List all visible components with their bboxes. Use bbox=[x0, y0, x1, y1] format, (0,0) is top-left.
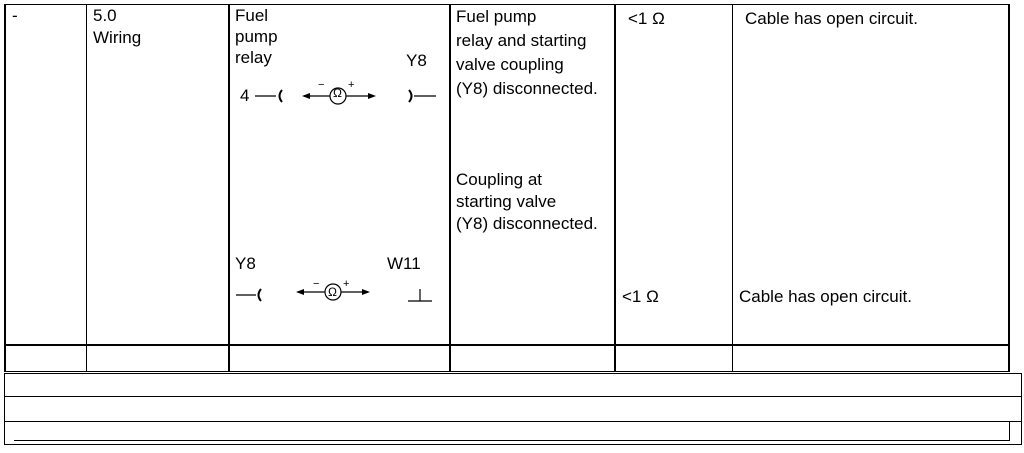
col-divider-6 bbox=[732, 4, 733, 372]
ohmmeter-minus-bottom: − bbox=[313, 278, 320, 290]
test-condition-2: Coupling at starting valve (Y8) disconne… bbox=[456, 170, 598, 233]
top-border bbox=[4, 4, 1010, 5]
row-divider bbox=[4, 344, 1010, 346]
col-divider-4 bbox=[449, 4, 451, 372]
ohmmeter-symbol-top: Ω bbox=[333, 86, 342, 100]
col-divider-1 bbox=[4, 4, 6, 372]
empty-row-1 bbox=[4, 373, 1022, 397]
group-label: 5.0 Wiring bbox=[93, 6, 142, 47]
ohmmeter-plus-bottom: + bbox=[343, 278, 350, 290]
component-label: Fuel pump relay bbox=[235, 6, 278, 67]
col-divider-7 bbox=[1008, 4, 1010, 372]
ohmmeter-symbol-bottom: Ω bbox=[328, 285, 337, 299]
pin-label: 4 bbox=[240, 86, 250, 105]
nominal-value-1: <1 Ω bbox=[628, 9, 665, 28]
connector-label-top-right: Y8 bbox=[406, 51, 427, 70]
result-2: Cable has open circuit. bbox=[739, 287, 912, 306]
col-divider-2 bbox=[86, 4, 87, 372]
empty-row-3-inner-right bbox=[1009, 421, 1010, 441]
col-divider-5 bbox=[614, 4, 616, 372]
col-divider-3 bbox=[228, 4, 230, 372]
wiring-diagram-bottom bbox=[236, 283, 432, 302]
nominal-value-2: <1 Ω bbox=[622, 287, 659, 306]
connector-label-bottom-left: Y8 bbox=[235, 254, 256, 273]
row-marker: - bbox=[12, 6, 18, 25]
ohmmeter-minus-top: − bbox=[318, 79, 325, 91]
wiring-diagram-top bbox=[255, 87, 436, 105]
connector-label-bottom-right: W11 bbox=[387, 254, 421, 273]
row-bottom bbox=[4, 371, 1010, 372]
ohmmeter-plus-top: + bbox=[348, 79, 355, 91]
empty-row-3-inner bbox=[14, 440, 1010, 441]
test-condition-1: Fuel pump relay and starting valve coupl… bbox=[456, 7, 598, 98]
empty-row-3 bbox=[4, 421, 1022, 445]
empty-row-2 bbox=[4, 396, 1022, 422]
result-1: Cable has open circuit. bbox=[745, 9, 918, 28]
